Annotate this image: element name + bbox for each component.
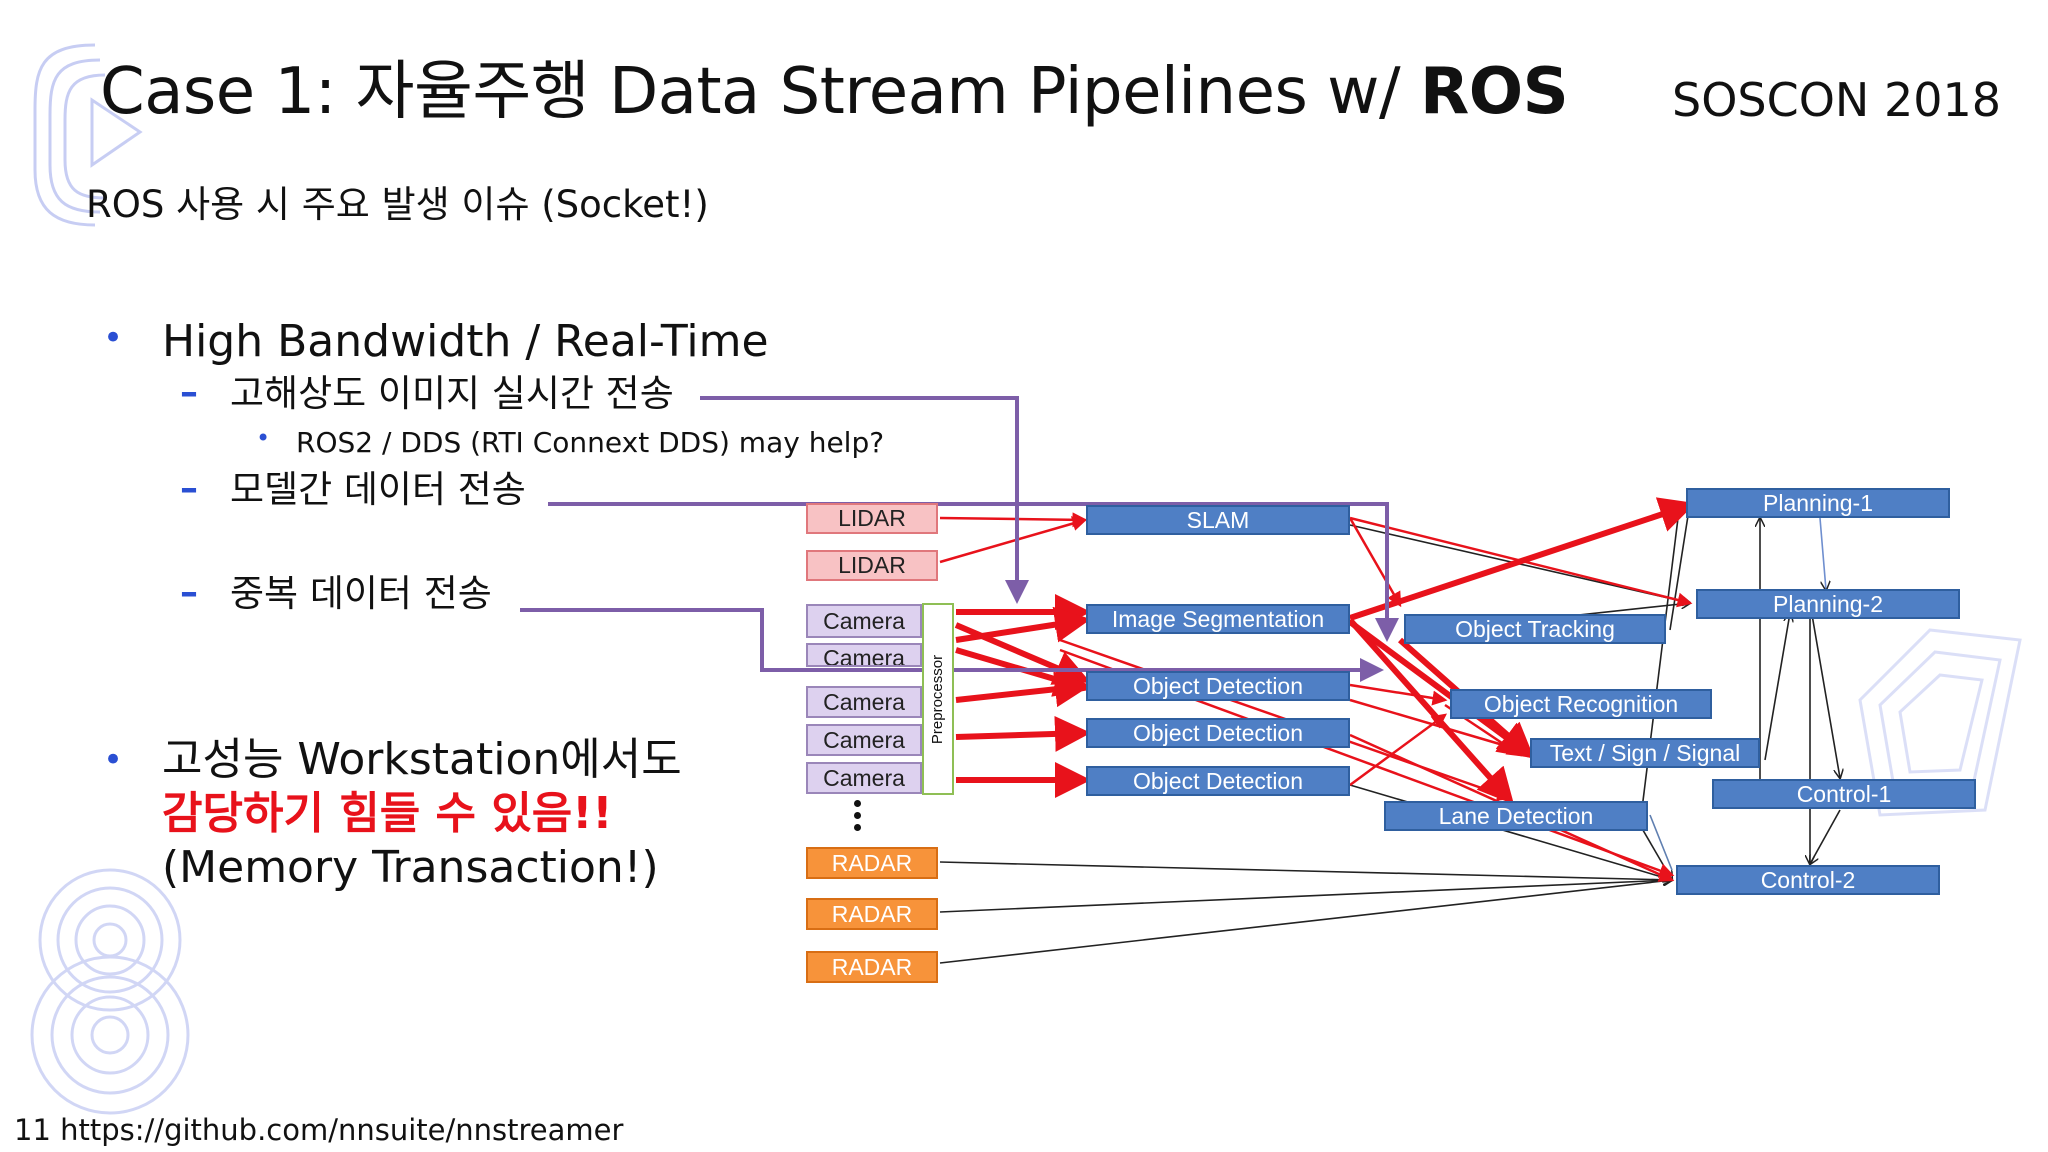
node-preprocessor: Preprocessor: [922, 603, 954, 795]
node-camera-5: Camera: [806, 762, 922, 794]
bullet-warning-emphasis: 감당하기 힘들 수 있음!!: [162, 788, 613, 839]
node-control-2: Control-2: [1676, 865, 1940, 895]
conference-label: SOSCON 2018: [1672, 73, 2002, 127]
node-planning-1: Planning-1: [1686, 488, 1950, 518]
node-camera-4: Camera: [806, 724, 922, 756]
node-object-tracking: Object Tracking: [1404, 614, 1666, 644]
dash-marker: –: [180, 468, 198, 509]
node-object-recognition: Object Recognition: [1450, 689, 1712, 719]
node-radar-3: RADAR: [806, 951, 938, 983]
dash-marker: –: [180, 372, 198, 413]
sub-sub-bullet-ros2: ROS2 / DDS (RTI Connext DDS) may help?: [296, 426, 885, 459]
node-lidar-1: LIDAR: [806, 503, 938, 534]
slide-title: Case 1: 자율주행 Data Stream Pipelines w/ RO…: [100, 52, 1569, 132]
node-text-sign-signal: Text / Sign / Signal: [1530, 738, 1760, 768]
dash-marker: –: [180, 572, 198, 613]
node-planning-2: Planning-2: [1696, 589, 1960, 619]
bullet-marker: •: [103, 740, 124, 780]
sub-bullet-duplicate-data: 중복 데이터 전송: [230, 572, 492, 615]
node-lidar-2: LIDAR: [806, 550, 938, 581]
slide-footer: 11 https://github.com/nnsuite/nnstreamer: [14, 1113, 624, 1147]
node-image-segmentation: Image Segmentation: [1086, 604, 1350, 634]
slide-subtitle: ROS 사용 시 주요 발생 이슈 (Socket!): [86, 183, 709, 226]
sub-bullet-hires-image: 고해상도 이미지 실시간 전송: [230, 372, 674, 415]
more-sensors-ellipsis: [852, 800, 864, 836]
bullet-marker: •: [103, 318, 124, 358]
title-text: Case 1: 자율주행 Data Stream Pipelines w/: [100, 55, 1420, 129]
node-object-detection-2: Object Detection: [1086, 718, 1350, 748]
node-camera-3: Camera: [806, 686, 922, 718]
bullet-workstation: 고성능 Workstation에서도: [162, 734, 682, 785]
node-radar-2: RADAR: [806, 898, 938, 930]
title-bold-text: ROS: [1419, 55, 1569, 129]
node-radar-1: RADAR: [806, 847, 938, 879]
node-camera-1: Camera: [806, 604, 922, 638]
node-control-1: Control-1: [1712, 779, 1976, 809]
sub-bullet-model-transfer: 모델간 데이터 전송: [230, 468, 526, 511]
bullet-memory-transaction: (Memory Transaction!): [162, 842, 659, 893]
preprocessor-label: Preprocessor: [929, 654, 947, 744]
node-object-detection-3: Object Detection: [1086, 766, 1350, 796]
node-camera-2: Camera: [806, 643, 922, 667]
node-object-detection-1: Object Detection: [1086, 671, 1350, 701]
node-lane-detection: Lane Detection: [1384, 801, 1648, 831]
node-slam: SLAM: [1086, 505, 1350, 535]
sub-bullet-marker: •: [256, 424, 271, 452]
bullet-high-bandwidth: High Bandwidth / Real-Time: [162, 316, 769, 367]
